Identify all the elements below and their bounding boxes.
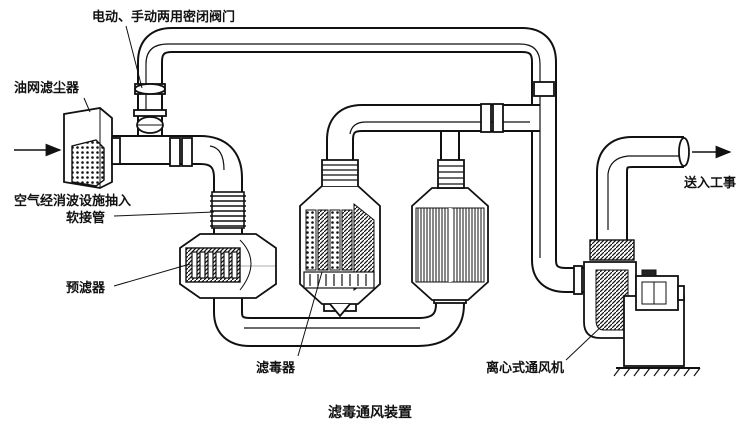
toxin-filter-1 (299, 159, 381, 318)
label-intake: 空气经消波设施抽入 (14, 193, 131, 209)
diagram-caption: 滤毒通风装置 (328, 404, 412, 421)
label-fan: 离心式通风机 (486, 360, 564, 376)
airtight-valve (133, 109, 167, 134)
label-oil-filter: 油网滤尘器 (14, 80, 80, 96)
label-outlet: 送入工事 (683, 175, 736, 191)
prefilter-unit (179, 233, 277, 299)
flexible-connector (210, 191, 246, 229)
centrifugal-fan (583, 239, 701, 377)
label-flex-tube: 软接管 (66, 210, 105, 226)
toxin-filter-2 (411, 159, 489, 301)
oil-mesh-filter (63, 107, 121, 189)
label-prefilter: 预滤器 (66, 280, 106, 296)
label-toxin-filter: 滤毒器 (256, 360, 296, 376)
label-valve: 电动、手动两用密闭阀门 (92, 9, 235, 25)
leader-lines (83, 25, 605, 361)
pipe-network (110, 27, 690, 347)
